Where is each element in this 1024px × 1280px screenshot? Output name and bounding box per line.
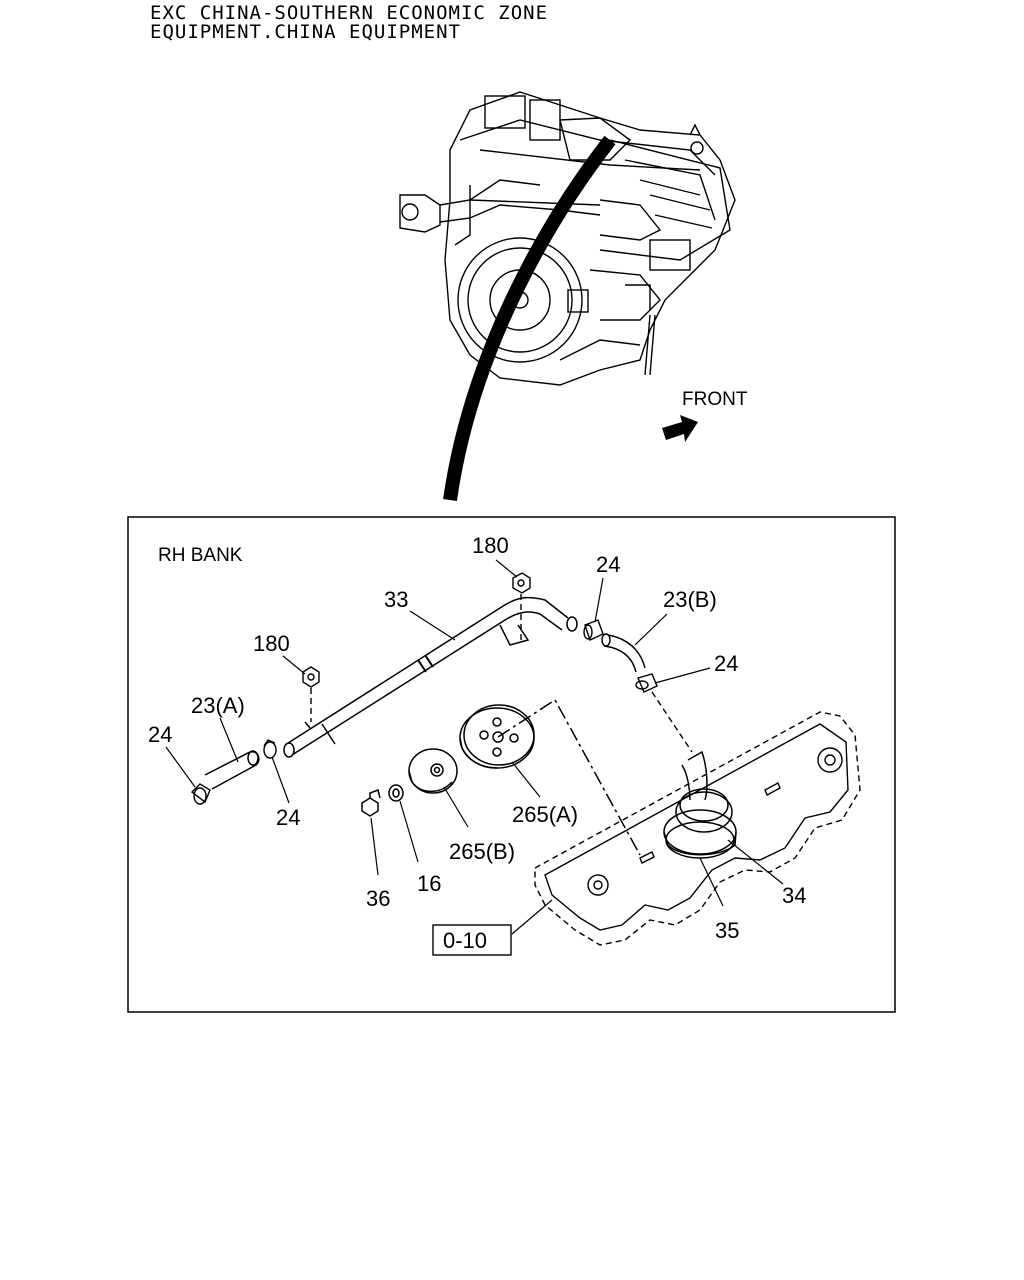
clamp-24-top <box>583 619 604 641</box>
hose-23b <box>601 633 646 673</box>
header-line-1: EXC CHINA-SOUTHERN ECONOMIC ZONE <box>150 2 549 24</box>
rocker-cover <box>534 711 861 946</box>
callout-16: 16 <box>417 871 441 896</box>
leader-lines <box>165 559 784 935</box>
callout-24-right: 24 <box>714 651 738 676</box>
clamp-24-right <box>635 673 693 753</box>
clamp-24-bottom <box>263 739 277 759</box>
bank-label: RH BANK <box>158 545 243 566</box>
front-label: FRONT <box>682 389 748 410</box>
callout-265b: 265(B) <box>449 839 515 864</box>
clamp-24-far-left <box>190 783 211 805</box>
ref-box-label: 0-10 <box>443 928 487 953</box>
bolt-36 <box>361 789 381 817</box>
callout-23b: 23(B) <box>663 587 717 612</box>
plate-265a <box>459 698 641 856</box>
front-arrow-icon <box>662 415 698 442</box>
callout-24-top: 24 <box>596 552 620 577</box>
nut-180-left <box>302 666 320 722</box>
callout-24-bottom: 24 <box>276 805 300 830</box>
callout-24-far-left: 24 <box>148 722 172 747</box>
callout-23a: 23(A) <box>191 693 245 718</box>
hose-23a <box>204 750 260 790</box>
page-header: EXC CHINA-SOUTHERN ECONOMIC ZONE EQUIPME… <box>150 4 548 42</box>
callout-180-top: 180 <box>472 533 509 558</box>
callout-180-left: 180 <box>253 631 290 656</box>
header-line-2: EQUIPMENT.CHINA EQUIPMENT <box>150 21 461 43</box>
ref-box-frame <box>432 924 512 956</box>
callout-33: 33 <box>384 587 408 612</box>
washer-16 <box>388 784 404 802</box>
plate-265b <box>408 748 458 794</box>
callout-35: 35 <box>715 918 739 943</box>
callout-34: 34 <box>782 883 806 908</box>
engine-illustration <box>399 91 736 386</box>
callout-265a: 265(A) <box>512 802 578 827</box>
callout-36: 36 <box>366 886 390 911</box>
nut-180-top <box>512 572 531 640</box>
detail-pointer-curve <box>443 135 616 501</box>
detail-frame <box>127 516 896 1013</box>
separator-34 <box>663 750 737 859</box>
